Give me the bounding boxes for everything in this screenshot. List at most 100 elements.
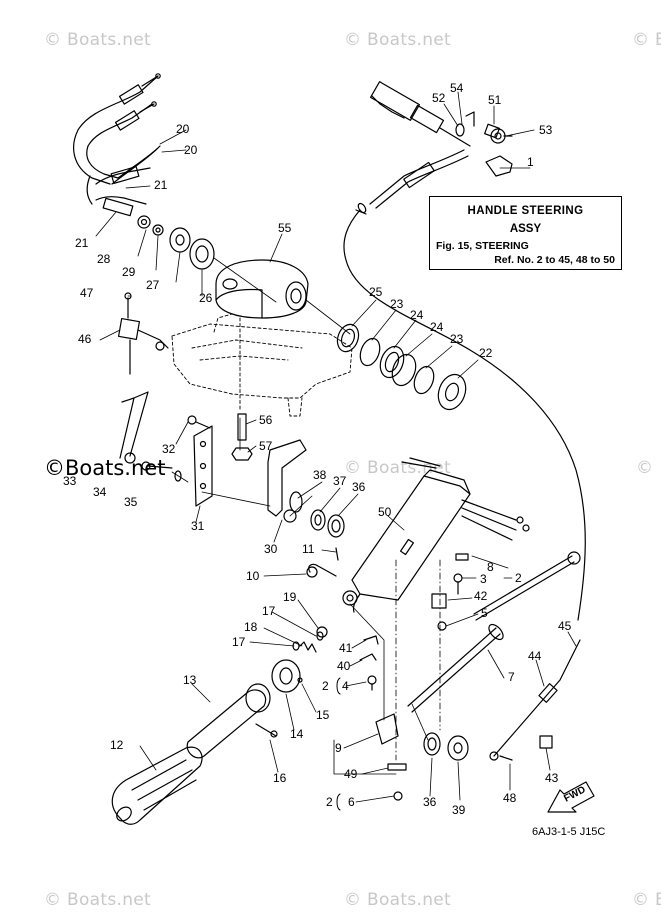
part-label: 2 xyxy=(515,571,522,585)
clip-52 xyxy=(455,123,465,137)
part-label: 36 xyxy=(352,480,366,494)
nut-57 xyxy=(231,447,253,461)
bracket-55 xyxy=(215,259,309,319)
part-label: 30 xyxy=(264,542,278,556)
part-label: 8 xyxy=(487,560,494,574)
part-label: 18 xyxy=(244,620,258,634)
plate-42 xyxy=(431,593,447,609)
part-label: 54 xyxy=(450,81,464,95)
part-label: 34 xyxy=(93,485,107,499)
nut-29 xyxy=(152,224,164,236)
part-label: 40 xyxy=(337,659,351,673)
part-label: 2 xyxy=(322,679,329,693)
part-label: 25 xyxy=(369,285,383,299)
pin-54 xyxy=(465,111,475,127)
screw-6 xyxy=(393,791,403,801)
screw-3 xyxy=(453,573,463,595)
part-label: 41 xyxy=(339,641,353,655)
nut-8 xyxy=(455,553,469,561)
part-label: 29 xyxy=(122,265,136,279)
washer-28 xyxy=(137,215,151,229)
ring-23b xyxy=(413,365,435,395)
part-label: 3 xyxy=(480,572,487,586)
ring-24b xyxy=(391,353,417,387)
part-label: 20 xyxy=(184,143,198,157)
part-label: 49 xyxy=(344,767,358,781)
throttle-shaft-7 xyxy=(407,623,504,713)
part-label: 23 xyxy=(450,332,464,346)
label-leaders xyxy=(95,91,577,803)
washer-38 xyxy=(289,491,303,513)
collar-39 xyxy=(447,735,469,761)
ring-25 xyxy=(336,323,360,353)
part-label: 2 xyxy=(326,795,333,809)
callout-title: HANDLE STEERING xyxy=(467,205,584,217)
part-label: 9 xyxy=(335,741,342,755)
part-label: 11 xyxy=(302,542,315,556)
part-label: 7 xyxy=(508,670,515,684)
rod-44 xyxy=(489,639,581,761)
part-label: 17 xyxy=(232,635,246,649)
watermark: © Boats.net xyxy=(44,890,152,910)
plate-41 xyxy=(363,635,379,645)
holder-27 xyxy=(169,227,191,253)
part-label: 37 xyxy=(333,474,347,488)
steering-cable-1 xyxy=(343,81,586,621)
watermark: © Boats.net xyxy=(344,458,452,478)
callout-ref-range: Ref. No. 2 to 45, 48 to 50 xyxy=(494,254,615,266)
part-label: 51 xyxy=(488,93,502,107)
part-label: 6 xyxy=(348,795,355,809)
cable-stubs xyxy=(461,499,530,541)
screw-10 xyxy=(306,563,337,578)
base-plate xyxy=(171,313,353,417)
part-label: 27 xyxy=(146,278,160,292)
part-label: 55 xyxy=(278,221,292,235)
bushing-36a xyxy=(327,514,345,538)
clip-40 xyxy=(359,653,377,661)
screw-5 xyxy=(437,621,447,631)
part-label: 4 xyxy=(342,679,349,693)
bracket-51 xyxy=(484,123,500,139)
part-label: 53 xyxy=(539,123,553,137)
watermark: © xyxy=(636,458,654,478)
part-label: 39 xyxy=(452,803,466,817)
part-label: 38 xyxy=(313,468,327,482)
part-label: 35 xyxy=(124,495,138,509)
callout-subtitle: ASSY xyxy=(509,223,542,235)
grip-12 xyxy=(111,746,203,825)
part-label: 20 xyxy=(176,122,190,136)
part-label: 19 xyxy=(283,590,297,604)
plate-49 xyxy=(387,763,407,771)
part-label: 21 xyxy=(75,236,89,250)
cable-assembly-20 xyxy=(73,73,161,185)
watermark: © Boats.net xyxy=(344,30,452,50)
watermark: © Boats.net xyxy=(344,890,452,910)
part-label: 42 xyxy=(474,589,488,603)
screw-15 xyxy=(297,677,303,683)
part-label: 56 xyxy=(259,413,273,427)
fwd-arrow-icon: FWD xyxy=(547,781,595,813)
holder-1b xyxy=(485,155,513,177)
bolt-53 xyxy=(490,128,513,144)
bracket-46 xyxy=(117,317,169,375)
steering-handle-50 xyxy=(342,457,471,613)
watermark: © Boats.net xyxy=(44,30,152,50)
bolt-34 xyxy=(141,461,173,471)
part-label: 31 xyxy=(191,519,205,533)
cable-end-21 xyxy=(86,166,151,217)
part-label: 44 xyxy=(528,649,542,663)
part-label: 33 xyxy=(63,474,77,488)
bracket-33 xyxy=(119,391,149,464)
part-label: 26 xyxy=(199,291,213,305)
arm-30 xyxy=(267,439,307,523)
ring-24a xyxy=(379,345,405,379)
part-label: 28 xyxy=(97,252,111,266)
watermark: © Bo xyxy=(632,890,661,910)
part-label: 45 xyxy=(558,619,572,633)
seal-26 xyxy=(189,238,215,270)
part-label: 48 xyxy=(503,791,517,805)
watermark: ©Boats.net xyxy=(44,456,166,480)
washer-37 xyxy=(310,509,326,531)
part-label: 21 xyxy=(154,178,168,192)
